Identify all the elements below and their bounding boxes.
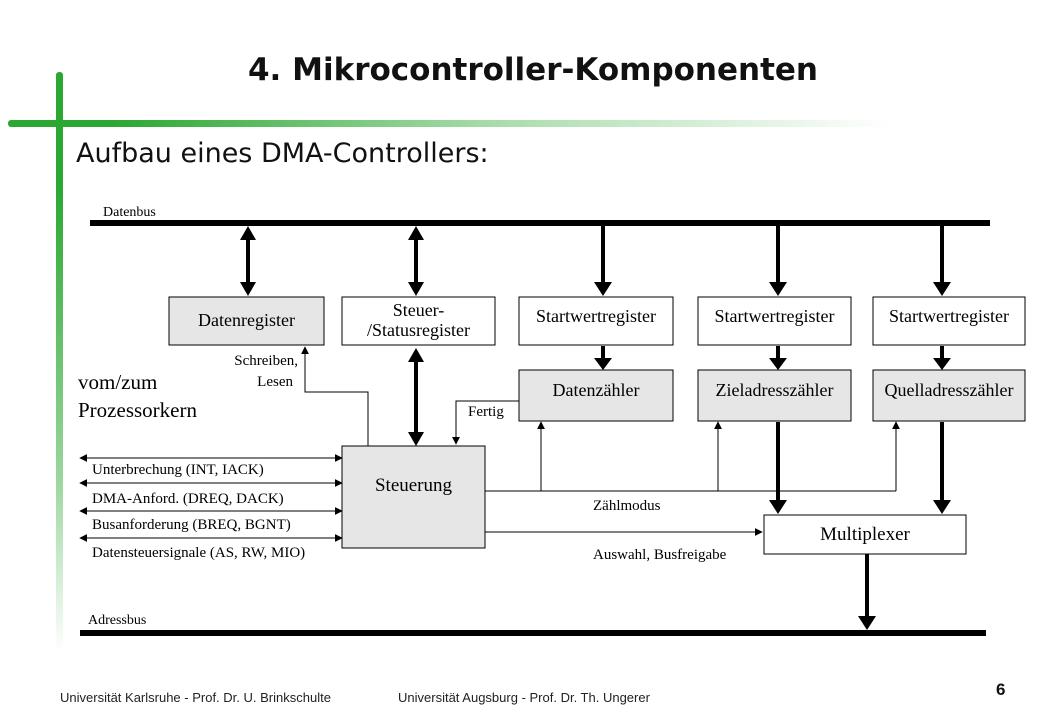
ziel-to-mux-arrow	[769, 422, 787, 514]
bus-arrows	[240, 226, 951, 630]
signal-label-1: Unterbrechung (INT, IACK)	[92, 462, 264, 478]
datenregister-block	[168, 296, 325, 346]
processor-label-line1: vom/zum	[78, 370, 157, 394]
blocks: Datenregister Steuer- /Statusregister St…	[168, 296, 1026, 555]
datenregister-bus-arrow	[240, 226, 256, 296]
steuerung-block	[341, 445, 486, 549]
zieladresszaehler-block	[697, 369, 852, 422]
startwert-3-label: Startwertregister	[889, 306, 1009, 326]
mux-to-address-bus-arrow	[858, 554, 876, 630]
control-lines	[79, 346, 900, 542]
datenregister-label: Datenregister	[198, 310, 295, 330]
startwertregister-2-block	[697, 296, 852, 346]
quelladresszaehler-block	[872, 369, 1026, 422]
startwert-2-bus-arrow	[769, 226, 787, 296]
address-bus-line	[80, 630, 986, 636]
startwert-1-bus-arrow	[594, 226, 612, 296]
status-steuerung-arrow	[408, 348, 424, 446]
startwert-to-quell-arrow	[933, 346, 951, 370]
data-bus-line	[90, 220, 990, 226]
slide-title: 4. Mikrocontroller-Komponenten	[247, 52, 819, 88]
address-bus-label: Adressbus	[88, 613, 146, 628]
startwert-1-label: Startwertregister	[536, 306, 656, 326]
diagram-labels: Schreiben, Lesen Fertig Zählmodus Auswah…	[78, 353, 727, 563]
steuerung-label: Steuerung	[375, 475, 453, 496]
quell-to-mux-arrow	[933, 422, 951, 514]
datenzaehler-block	[518, 369, 674, 422]
schreiben-lesen-line	[301, 346, 369, 446]
startwertregister-1-block	[518, 296, 674, 346]
startwert-2-label: Startwertregister	[715, 306, 835, 326]
quelladresszaehler-label: Quelladresszähler	[885, 380, 1014, 400]
page-number: 6	[996, 680, 1006, 699]
decorative-horizontal-bar	[8, 120, 890, 127]
signal-label-4: Datensteuersignale (AS, RW, MIO)	[92, 545, 305, 561]
multiplexer-block	[763, 514, 967, 555]
multiplexer-label: Multiplexer	[820, 524, 910, 545]
footer-right: Universität Augsburg - Prof. Dr. Th. Ung…	[398, 690, 650, 705]
startwert-to-ziel-arrow	[769, 346, 787, 370]
startwert-3-bus-arrow	[933, 226, 951, 296]
data-bus-label: Datenbus	[103, 205, 156, 220]
processor-label-line2: Prozessorkern	[78, 398, 197, 422]
footer-left: Universität Karlsruhe - Prof. Dr. U. Bri…	[60, 690, 331, 705]
steuer-label-line2: /Statusregister	[367, 320, 470, 340]
startwert-to-datenzaehler-arrow	[594, 346, 612, 370]
steuer-statusregister-block	[341, 296, 496, 346]
signal-label-2: DMA-Anford. (DREQ, DACK)	[92, 491, 284, 507]
signal-label-3: Busanforderung (BREQ, BGNT)	[92, 517, 291, 533]
datenzaehler-label: Datenzähler	[553, 380, 640, 400]
schreiben-label: Schreiben,	[234, 353, 298, 369]
fertig-line	[452, 400, 519, 445]
fertig-label: Fertig	[468, 404, 504, 420]
steuer-bus-arrow	[408, 226, 424, 296]
steuer-label-line1: Steuer-	[393, 300, 445, 320]
zaehlmodus-label: Zählmodus	[593, 498, 661, 514]
lesen-label: Lesen	[257, 374, 293, 390]
slide-subtitle: Aufbau eines DMA-Controllers:	[76, 138, 489, 169]
startwertregister-3-block	[872, 296, 1026, 346]
auswahl-label: Auswahl, Busfreigabe	[593, 547, 727, 563]
decorative-vertical-bar	[56, 72, 63, 652]
zieladresszaehler-label: Zieladresszähler	[716, 380, 834, 400]
